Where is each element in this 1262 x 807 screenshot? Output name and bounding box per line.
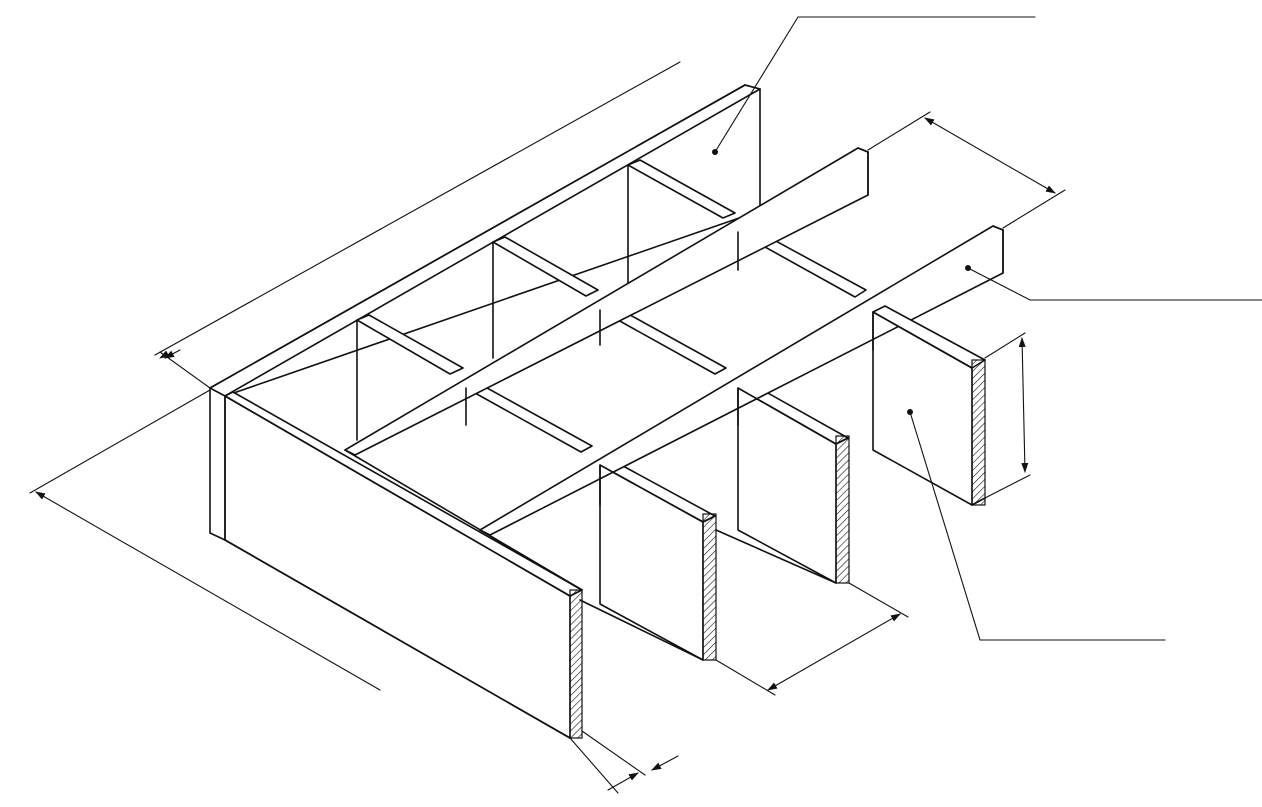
end-band-back [209,84,761,541]
dimension-bar-thickness [569,730,679,794]
bearing-bar-end-plate [872,305,986,506]
dimension-overall-length [154,61,681,389]
dimension-bearing-bar-pitch [715,582,909,696]
middle-plate-section-hatch [835,435,850,584]
end-plate-section-hatch [971,359,986,506]
dimension-bar-height [984,332,1031,499]
leader-bearing-bar [907,409,1166,641]
front-plate-section-hatch [702,513,717,661]
dimension-overall-width [29,389,381,691]
leader-frame-bar [712,16,1036,155]
leader-cross-bar [965,265,1262,301]
band-section-hatch [569,589,583,739]
end-band-front [224,391,837,739]
cross-bars [356,159,867,523]
dimension-cross-bar-pitch [867,111,1066,229]
